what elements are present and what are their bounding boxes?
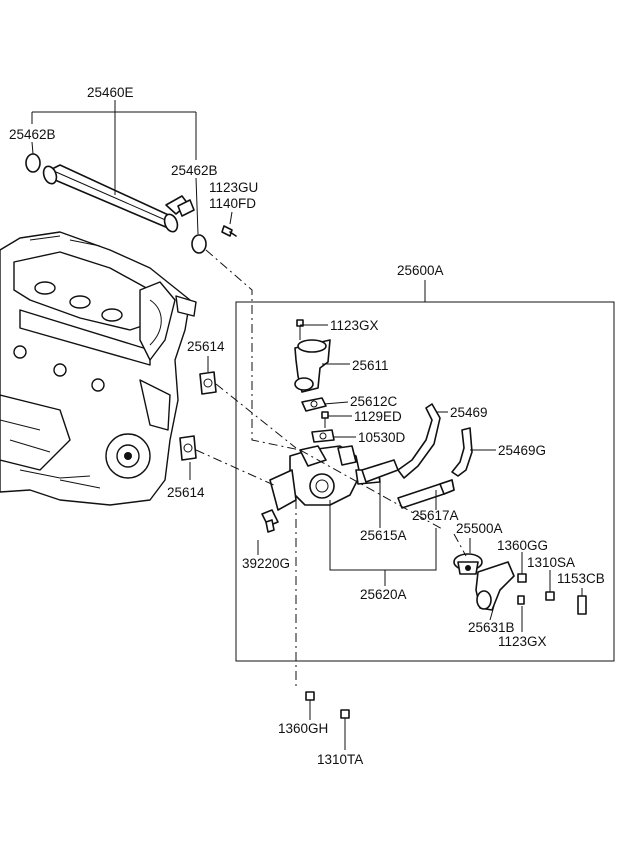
bolt-1310TA [340,709,350,719]
callout-25500A: 25500A [456,521,503,536]
hose-25469G [451,427,473,477]
thermostat-housing [269,445,381,511]
callout-39220G: 39220G [242,556,290,571]
callout-1153CB: 1153CB [557,571,605,586]
nut-1360GH [305,691,315,701]
temperature-sensor-39220G [261,509,279,533]
nut-1360GG [517,573,527,583]
callout-1123GU: 1123GU [209,180,258,195]
bolt-1153CB [577,595,587,615]
callout-1140FD: 1140FD [209,196,256,211]
bolt-1123GX-bottom [517,595,525,605]
bolt-1123GX-top [296,319,304,340]
o-ring-right [191,234,207,254]
callout-1360GH: 1360GH [278,721,328,736]
callout-25462B-left: 25462B [9,127,56,142]
nut-1310SA [545,591,555,601]
assembly-line-stud [299,449,445,531]
pipe-25617A [397,479,455,509]
assembly-line-pipe [205,249,301,451]
o-ring-left [25,153,41,173]
callout-25611: 25611 [352,358,389,373]
assembly-line-gasket-bottom [195,449,277,487]
pipe-25615A [361,459,399,483]
callout-25631B: 25631B [468,620,515,635]
callout-1129ED: 1129ED [354,409,402,424]
thermostat-25500A [453,553,483,575]
callout-25614-bottom: 25614 [167,485,205,500]
assembly-line-gasket-top [215,383,297,449]
water-outlet-25611 [294,339,331,393]
bolt-1123GU [221,225,237,237]
callout-25615A: 25615A [360,528,407,543]
callout-25617A: 25617A [412,508,459,523]
bolt-1129ED [321,411,329,428]
gasket-10530D [311,429,335,443]
gasket-25612C [301,397,327,412]
gasket-25614-top [199,371,217,395]
callout-25462B-right: 25462B [171,163,218,178]
callout-25469G: 25469G [498,443,546,458]
assembly-line-thermostat [453,533,467,557]
callout-1123GX-bottom: 1123GX [498,634,547,649]
engine-block [0,231,197,506]
gasket-25614-bottom [179,435,197,461]
fitting-25631B [475,561,515,611]
callout-25460E: 25460E [87,85,134,100]
callout-1310SA: 1310SA [527,555,575,570]
callout-25600A: 25600A [397,263,444,278]
callout-1360GG: 1360GG [497,538,548,553]
water-pipe-25460E [42,164,195,233]
callout-25620A: 25620A [360,587,407,602]
callout-labels: 25460E 25462B 25462B 1123GU 1140FD 25600… [9,85,605,767]
callout-1310TA: 1310TA [317,752,363,767]
callout-25469: 25469 [450,405,488,420]
callout-25612C: 25612C [350,394,398,409]
callout-25614-top: 25614 [187,339,225,354]
callout-10530D: 10530D [358,430,406,445]
leader-lines [31,100,583,750]
hose-25469 [397,403,441,479]
callout-1123GX-top: 1123GX [330,318,379,333]
